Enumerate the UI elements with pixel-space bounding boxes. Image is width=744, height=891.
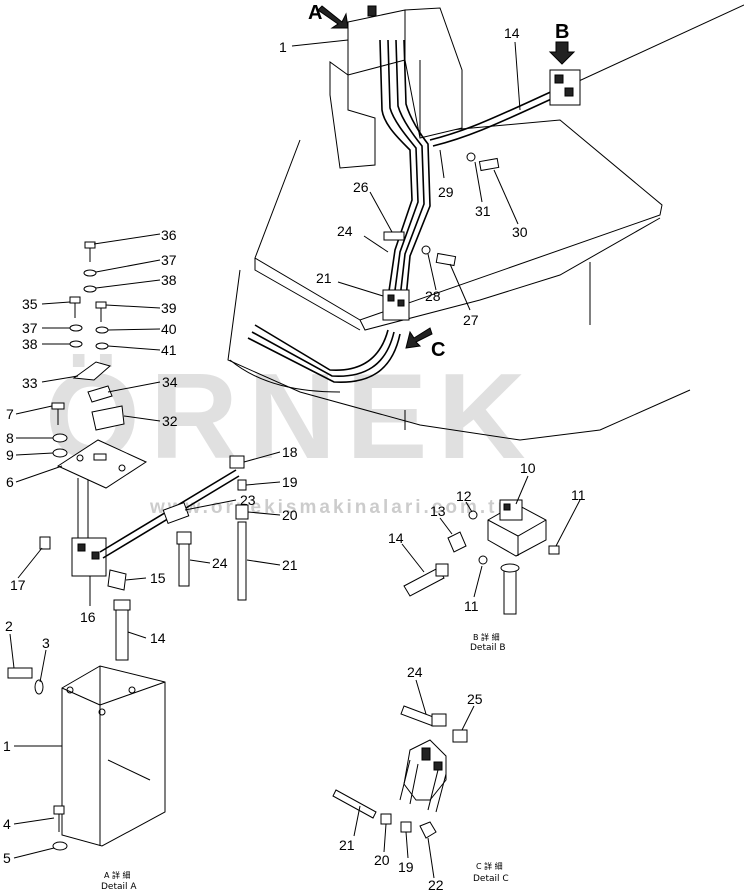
view-marker-a: A [308, 2, 322, 24]
callout-a-5: 5 [3, 850, 11, 866]
callout-main-28: 28 [425, 288, 441, 304]
callout-a-17: 17 [10, 577, 26, 593]
detail-c-caption-jp: C 詳 細 [476, 861, 503, 871]
callout-c-20: 20 [374, 852, 390, 868]
callout-c-24: 24 [407, 664, 423, 680]
detail-c-leaders [353, 679, 475, 879]
callout-main-26: 26 [353, 179, 369, 195]
callout-a-24: 24 [212, 555, 228, 571]
detail-b-leaders [401, 475, 581, 598]
callout-a-20: 20 [282, 507, 298, 523]
detail-b-drawing [403, 499, 560, 615]
callout-b-14: 14 [388, 530, 404, 546]
detail-a-caption-en: Detail A [101, 882, 137, 891]
detail-a-drawing [7, 241, 249, 851]
callout-c-19: 19 [398, 859, 414, 875]
callout-main-21: 21 [316, 270, 332, 286]
detail-a-leaders [9, 233, 281, 859]
callout-a-34: 34 [162, 374, 178, 390]
callout-a-2: 2 [5, 618, 13, 634]
detail-b-caption-en: Detail B [470, 643, 506, 653]
callout-main-27: 27 [463, 312, 479, 328]
callout-main-30: 30 [512, 224, 528, 240]
watermark-url: www.ornekismakinalari.com.tr [149, 497, 508, 518]
detail-c-drawing [332, 705, 468, 839]
callout-b-12: 12 [456, 488, 472, 504]
callout-a-9: 9 [6, 447, 14, 463]
callout-a-36: 36 [161, 227, 177, 243]
callout-a-33: 33 [22, 375, 38, 391]
callout-c-21: 21 [339, 837, 355, 853]
callout-a-39: 39 [161, 300, 177, 316]
callout-a-38: 38 [22, 336, 38, 352]
callout-main-1: 1 [279, 39, 287, 55]
callout-c-25: 25 [467, 691, 483, 707]
callout-a-16: 16 [80, 609, 96, 625]
callout-a-40: 40 [161, 321, 177, 337]
callout-b-11-right: 11 [571, 487, 586, 503]
detail-b-caption-jp: B 詳 細 [473, 632, 500, 642]
callout-a-6: 6 [6, 474, 14, 490]
callout-a-35: 35 [22, 296, 38, 312]
callout-main-24: 24 [337, 223, 353, 239]
detail-a-caption-jp: A 詳 細 [104, 870, 131, 880]
callout-a-23: 23 [240, 492, 256, 508]
callout-a-14: 14 [150, 630, 166, 646]
callout-a-37-top: 37 [161, 252, 177, 268]
callout-a-19: 19 [282, 474, 298, 490]
callout-a-38-top: 38 [161, 272, 177, 288]
callout-main-31: 31 [475, 203, 491, 219]
view-marker-b: B [555, 21, 569, 43]
callout-a-37: 37 [22, 320, 38, 336]
callout-a-4: 4 [3, 816, 11, 832]
callout-b-10: 10 [520, 460, 536, 476]
callout-a-18: 18 [282, 444, 298, 460]
callout-a-3: 3 [42, 635, 50, 651]
main-view-leaders [291, 39, 521, 311]
callout-a-15: 15 [150, 570, 166, 586]
detail-c-caption-en: Detail C [473, 874, 509, 884]
callout-a-1: 1 [3, 738, 11, 754]
callout-main-29: 29 [438, 184, 454, 200]
callout-c-22: 22 [428, 877, 444, 891]
view-marker-c: C [431, 339, 445, 361]
callout-a-32: 32 [162, 413, 178, 429]
callout-a-21: 21 [282, 557, 298, 573]
main-view [227, 4, 744, 441]
callout-a-8: 8 [6, 430, 14, 446]
callout-b-13: 13 [430, 503, 446, 519]
callout-a-7: 7 [6, 406, 14, 422]
callout-main-14: 14 [504, 25, 520, 41]
callout-b-11-bottom: 11 [464, 598, 479, 614]
callout-a-41: 41 [161, 342, 177, 358]
